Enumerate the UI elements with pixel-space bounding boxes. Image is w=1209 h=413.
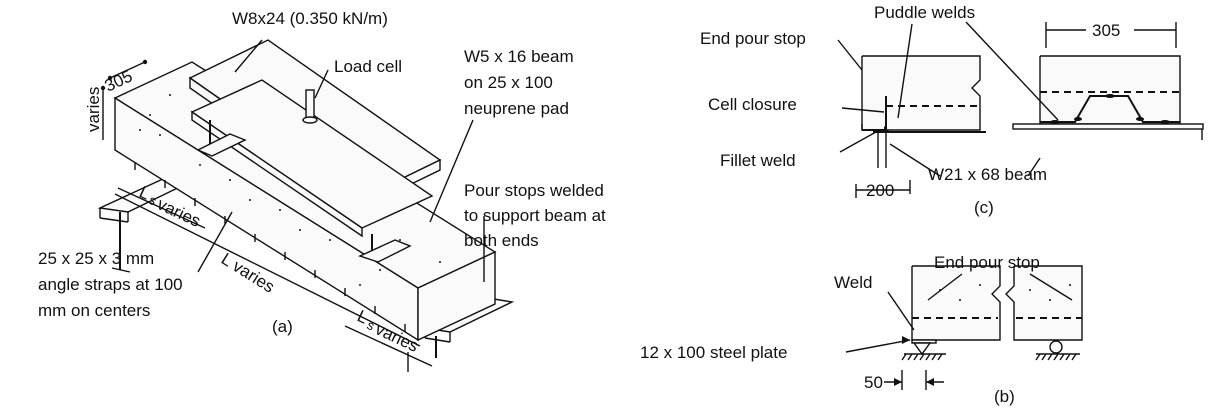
slab-end-b-right xyxy=(1005,265,1083,361)
load-cell xyxy=(302,89,318,124)
support-beam-label-2: on 25 x 100 xyxy=(464,73,553,92)
fillet-weld-label: Fillet weld xyxy=(720,151,796,170)
pour-stops-label-2: to support beam at xyxy=(464,206,606,225)
figure-a-isometric: 305 varies L s varies L varies L s varie… xyxy=(38,9,606,372)
figure-b-caption: (b) xyxy=(994,387,1015,406)
dim-depth-label: varies xyxy=(84,87,103,132)
angle-straps-label-3: mm on centers xyxy=(38,301,150,320)
dim-305-c-label: 305 xyxy=(1092,21,1120,40)
angle-straps-label-2: angle straps at 100 xyxy=(38,275,183,294)
dimension-depth: varies xyxy=(84,85,106,140)
support-beam-label-1: W5 x 16 beam xyxy=(464,47,574,66)
steel-plate-label: 12 x 100 steel plate xyxy=(640,343,787,362)
slab-section-right xyxy=(1012,55,1204,140)
cell-closure-label: Cell closure xyxy=(708,95,797,114)
figure-a-caption: (a) xyxy=(272,317,293,336)
dim-200-label: 200 xyxy=(866,181,894,200)
beam-w8x24-label: W8x24 (0.350 kN/m) xyxy=(232,9,388,28)
figure-c-caption: (c) xyxy=(974,198,994,217)
end-pour-stop-b-label: End pour stop xyxy=(934,253,1040,272)
aggregate-speckle-b xyxy=(939,284,1071,301)
slab-end-left xyxy=(861,55,986,168)
slab-end-b-left xyxy=(901,265,1001,361)
end-pour-stop-c-label: End pour stop xyxy=(700,29,806,48)
support-beam-label-3: neuprene pad xyxy=(464,99,569,118)
l-varies-label: L varies xyxy=(218,249,278,296)
w21-beam-label: W21 x 68 beam xyxy=(928,165,1047,184)
figure-b-detail: End pour stop Weld 12 x 100 steel plate … xyxy=(640,253,1083,406)
load-cell-label: Load cell xyxy=(334,57,402,76)
pour-stops-label-1: Pour stops welded xyxy=(464,181,604,200)
dim-50-label: 50 xyxy=(864,373,883,392)
weld-label: Weld xyxy=(834,273,872,292)
figure-c-detail: 200 305 Puddle xyxy=(700,3,1204,217)
angle-straps-label-1: 25 x 25 x 3 mm xyxy=(38,249,154,268)
support-beam-left xyxy=(97,177,193,273)
puddle-welds-label: Puddle welds xyxy=(874,3,975,22)
pour-stops-label-3: both ends xyxy=(464,231,539,250)
